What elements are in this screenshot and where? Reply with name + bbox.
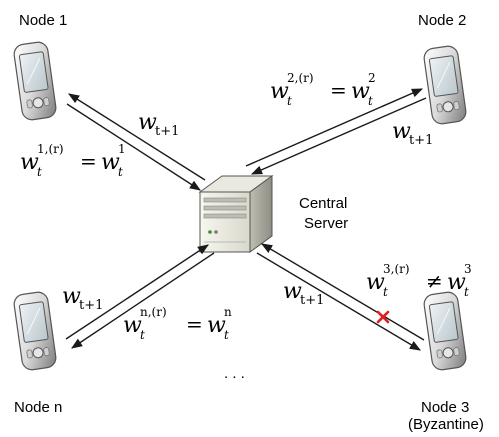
svg-text:t+1: t+1: [79, 298, 103, 313]
svg-text:1: 1: [118, 142, 126, 156]
svg-text:w: w: [20, 150, 39, 175]
node-2-label: Node 2: [418, 12, 466, 29]
svg-text:n: n: [224, 305, 232, 319]
formula-w-tplus1-node1: w t+1: [138, 110, 179, 139]
svg-text:t+1: t+1: [409, 133, 433, 148]
svg-text:w: w: [62, 284, 81, 309]
svg-text:t: t: [224, 328, 229, 342]
arrow-node3-to-server: [261, 243, 425, 341]
arrow-node1-to-server: [66, 103, 201, 191]
node-n-device-icon: [12, 290, 58, 372]
server-icon: [198, 175, 274, 253]
svg-text:2: 2: [368, 71, 376, 85]
svg-text:t: t: [118, 165, 123, 179]
node-1-device-icon: [12, 40, 58, 122]
svg-text:w: w: [123, 313, 142, 338]
svg-text:t: t: [287, 94, 292, 108]
svg-text:t: t: [37, 165, 42, 179]
node-3-sublabel: (Byzantine): [408, 416, 484, 433]
svg-text:3: 3: [464, 262, 472, 276]
node-1-label: Node 1: [19, 12, 67, 29]
node-3-device-icon: [422, 290, 468, 372]
svg-text:w: w: [366, 270, 385, 295]
svg-text:1,(r): 1,(r): [37, 142, 64, 156]
svg-text:=: =: [330, 78, 347, 102]
arrow-server-to-node3: [256, 252, 421, 351]
svg-text:3,(r): 3,(r): [383, 262, 410, 276]
server-label-line1: Central: [299, 195, 347, 212]
svg-text:=: =: [186, 312, 203, 336]
svg-text:w: w: [101, 150, 120, 175]
server-label-line2: Server: [304, 215, 348, 232]
arrow-server-to-node1: [68, 93, 206, 181]
svg-text:w: w: [270, 79, 289, 104]
arrow-node2-to-server: [250, 97, 427, 175]
svg-text:w: w: [207, 313, 226, 338]
svg-text:t+1: t+1: [300, 293, 324, 308]
svg-text:n,(r): n,(r): [140, 305, 167, 319]
formula-noden-update: w n,(r) t = w n t: [123, 305, 232, 342]
formula-w-tplus1-noden: w t+1: [62, 284, 103, 313]
svg-text:t: t: [464, 285, 469, 299]
svg-text:t: t: [368, 94, 373, 108]
svg-text:=: =: [80, 149, 97, 173]
arrow-noden-to-server: [65, 244, 209, 340]
more-nodes-ellipsis: . . .: [224, 365, 245, 382]
formula-node3-byzantine: w 3,(r) t ≠ w 3 t: [366, 262, 472, 299]
formula-node1-update: w 1,(r) t = w 1 t: [20, 142, 126, 179]
formula-w-tplus1-node2: w t+1: [392, 119, 433, 148]
svg-text:w: w: [447, 270, 466, 295]
node-3-label: Node 3: [421, 399, 469, 416]
svg-text:w: w: [351, 79, 370, 104]
svg-text:2,(r): 2,(r): [287, 71, 314, 85]
svg-text:≠: ≠: [426, 269, 443, 293]
arrow-server-to-noden: [71, 252, 215, 349]
svg-text:t+1: t+1: [155, 124, 179, 139]
formula-node2-update: w 2,(r) t = w 2 t: [270, 71, 376, 108]
svg-text:t: t: [383, 285, 388, 299]
svg-text:w: w: [138, 110, 157, 135]
svg-text:w: w: [283, 279, 302, 304]
byzantine-cross-icon: [376, 310, 390, 324]
svg-text:w: w: [392, 119, 411, 144]
svg-text:t: t: [140, 328, 145, 342]
node-2-device-icon: [422, 44, 468, 126]
arrow-server-to-node2: [245, 88, 424, 167]
formula-w-tplus1-node3: w t+1: [283, 279, 324, 308]
node-n-label: Node n: [14, 399, 62, 416]
